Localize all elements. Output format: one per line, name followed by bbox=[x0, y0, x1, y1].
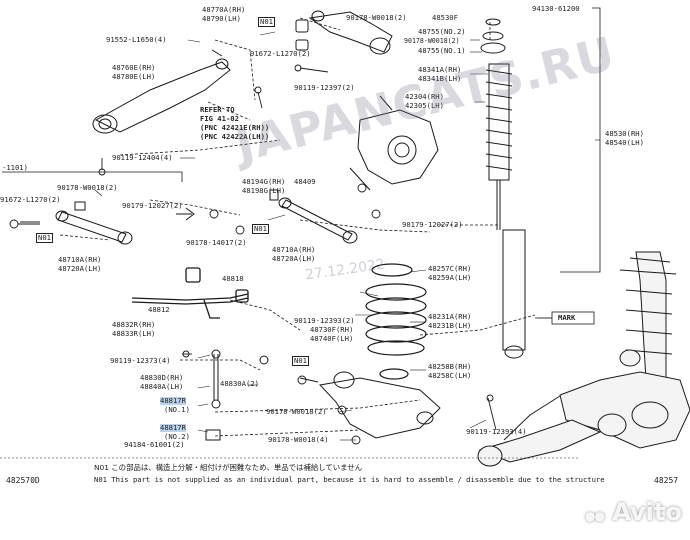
label-90178-left: 90178-W0018(2) bbox=[57, 183, 118, 192]
label-90179-12027a: 90179-12027(2) bbox=[122, 201, 183, 210]
label-48755-1: 48755(NO.1) bbox=[418, 46, 466, 55]
note-japanese: N01 この部品は、構造上分解・組付けが困難なため、単品では補給していません bbox=[94, 463, 363, 472]
label-no2: (NO.2) bbox=[164, 432, 190, 441]
label-48259a: 48259A(LH) bbox=[428, 273, 472, 282]
label-48760e: 48760E(RH) bbox=[112, 63, 156, 72]
label-48194g: 48194G(RH) bbox=[242, 177, 286, 186]
section-line-left bbox=[2, 171, 183, 182]
stabilizer-bar bbox=[131, 267, 249, 319]
label-90178-top: 90178-W0018(2) bbox=[346, 13, 407, 22]
label-48817r-no1: 48817R bbox=[160, 396, 186, 405]
label-48740f: 48740F(LH) bbox=[310, 334, 354, 343]
label-48530f: 48530F bbox=[432, 13, 458, 22]
label-48198g: 48198G(LH) bbox=[242, 186, 286, 195]
label-48840a: 48840A(LH) bbox=[140, 382, 184, 391]
label-48730f: 48730F(RH) bbox=[310, 325, 354, 334]
stabilizer-link bbox=[205, 349, 269, 441]
label-48257c: 48257C(RH) bbox=[428, 264, 472, 273]
label-48409: 48409 bbox=[294, 177, 316, 186]
label-48812: 48812 bbox=[148, 305, 170, 314]
label-48710a-left: 48710A(RH) bbox=[58, 255, 102, 264]
label-48341a: 48341A(RH) bbox=[418, 65, 462, 74]
label-refer-2: FIG 41-02 bbox=[200, 114, 239, 123]
label-90178-bottom2: 90178-W0018(4) bbox=[268, 435, 329, 444]
label-48231a: 48231A(RH) bbox=[428, 312, 472, 321]
label-no1: (NO.1) bbox=[164, 405, 190, 414]
label-refer-4: (PNC 42422A(LH)) bbox=[200, 132, 270, 141]
label-48818: 48818 bbox=[222, 274, 244, 283]
label-n01-left: N01 bbox=[36, 233, 53, 243]
label-48710a-mid: 48710A(RH) bbox=[272, 245, 316, 254]
label-48258b: 48258B(RH) bbox=[428, 362, 472, 371]
label-48833r: 48833R(LH) bbox=[112, 329, 156, 338]
label-48755-2: 48755(NO.2) bbox=[418, 27, 466, 36]
label-90119-12397: 90119-12397(2) bbox=[294, 83, 355, 92]
label-48341b: 48341B(LH) bbox=[418, 74, 462, 83]
label-48540: 48540(LH) bbox=[605, 138, 644, 147]
illustration-code-right: 48257 bbox=[654, 476, 679, 485]
lateral-link-left bbox=[20, 201, 133, 245]
label-42305: 42305(LH) bbox=[405, 101, 444, 110]
shock-absorber bbox=[480, 18, 526, 359]
bolts bbox=[9, 64, 497, 445]
knuckle-42304 bbox=[349, 95, 439, 191]
lateral-link-48710 bbox=[269, 189, 358, 244]
assembled-view bbox=[477, 251, 690, 467]
upper-arm-48770 bbox=[295, 10, 393, 55]
coil-spring bbox=[365, 263, 427, 380]
label-n01-low: N01 bbox=[292, 356, 309, 366]
label-48530: 48530(RH) bbox=[605, 129, 644, 138]
label-n01-mid: N01 bbox=[252, 224, 269, 234]
label-mark: MARK bbox=[558, 313, 576, 322]
label-48790: 48790(LH) bbox=[202, 14, 241, 23]
label-refer-1: REFER TO bbox=[200, 105, 235, 114]
label-90178-mid: 90178-W0018(2) bbox=[404, 37, 460, 45]
label-90119-12393b: 90119-12393(4) bbox=[466, 427, 527, 436]
label-48830a: 48830A(2) bbox=[220, 379, 259, 388]
label-refer-3: (PNC 42421E(RH)) bbox=[200, 123, 270, 132]
label-90178-14017: 90178-14017(2) bbox=[186, 238, 247, 247]
label-1101: -1101) bbox=[2, 163, 28, 172]
avito-text: Avito bbox=[612, 498, 682, 526]
label-48720a-mid: 48720A(LH) bbox=[272, 254, 316, 263]
label-90179-12027b: 90179-12027(2) bbox=[402, 220, 463, 229]
avito-dots-icon: ●● bbox=[585, 509, 605, 523]
avito-logo: ●● Avito bbox=[585, 498, 682, 526]
label-48817r-no2: 48817R bbox=[160, 423, 186, 432]
label-91552: 91552-L1650(4) bbox=[106, 35, 167, 44]
label-94130: 94130-61200 bbox=[532, 4, 580, 13]
label-91672-top: 91672-L1270(2) bbox=[250, 49, 311, 58]
label-42304: 42304(RH) bbox=[405, 92, 444, 101]
label-48770a: 48770A(RH) bbox=[202, 5, 246, 14]
label-90119-12404: 90119-12404(4) bbox=[112, 153, 173, 162]
label-48258c: 48258C(LH) bbox=[428, 371, 472, 380]
label-48231b: 48231B(LH) bbox=[428, 321, 472, 330]
upper-arm-48760 bbox=[92, 49, 231, 134]
label-48832r: 48832R(RH) bbox=[112, 320, 156, 329]
label-94184: 94184-61001(2) bbox=[124, 440, 185, 449]
lower-arm-48730 bbox=[299, 371, 441, 439]
label-91672-left: 91672-L1270(2) bbox=[0, 195, 61, 204]
label-90119-12373: 90119-12373(4) bbox=[110, 356, 171, 365]
label-n01-top: N01 bbox=[258, 17, 275, 27]
note-english: N01 This part is not supplied as an indi… bbox=[94, 475, 605, 484]
label-90178-bottom: 90178-W0018(2) bbox=[266, 407, 327, 416]
label-90119-12393a: 90119-12393(2) bbox=[294, 316, 355, 325]
label-48830d: 48830D(RH) bbox=[140, 373, 184, 382]
illustration-code-left: 482570D bbox=[6, 476, 40, 485]
label-48780e: 48780E(LH) bbox=[112, 72, 156, 81]
label-48720a-left: 48720A(LH) bbox=[58, 264, 102, 273]
